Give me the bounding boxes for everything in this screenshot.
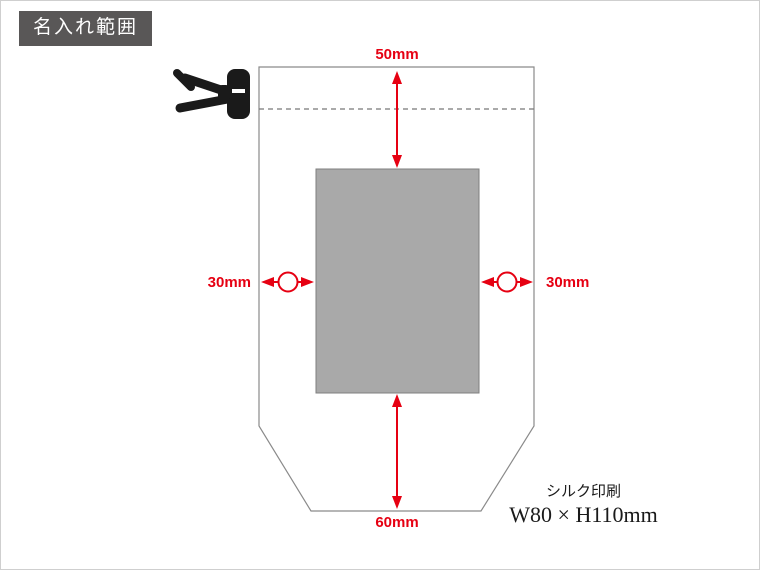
print-method-label: シルク印刷: [545, 483, 621, 500]
bottom-margin-label: 60mm: [375, 514, 419, 531]
print-area: [315, 168, 480, 394]
right-margin-label: 30mm: [546, 274, 590, 291]
left-margin-label: 30mm: [207, 274, 251, 291]
print-size-label: W80 × H110mm: [509, 502, 658, 527]
bottom-margin-arrow: [392, 394, 402, 509]
top-margin-label: 50mm: [375, 46, 419, 63]
drawstring-toggle-icon: [173, 69, 250, 119]
top-margin-arrow: [392, 71, 402, 168]
diagram-title-badge: 名入れ範囲: [19, 11, 153, 46]
right-margin-arrow: [481, 271, 533, 293]
left-margin-arrow: [261, 271, 314, 293]
print-info: シルク印刷 W80 × H110mm: [496, 483, 671, 528]
